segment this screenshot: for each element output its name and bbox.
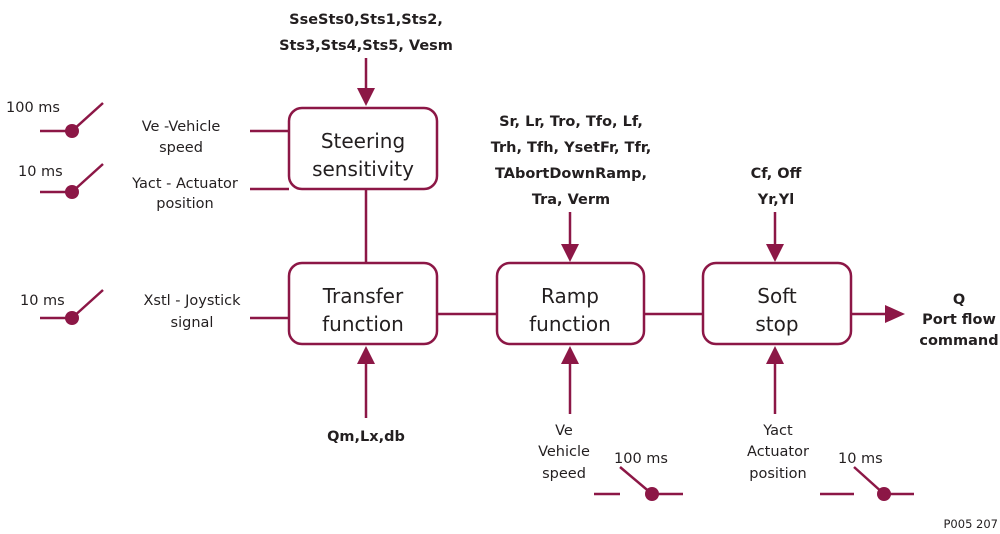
softstop-params-line2: Yr,Yl [757,192,795,208]
softstop-yact-arrowhead [766,346,784,364]
transfer-function-block [287,261,439,346]
ramp-ve-line3: speed [542,466,586,482]
yact-switch-blade [71,163,104,193]
softstop-yact-rate-label: 10 ms [838,451,883,467]
figure-reference: P005 207 [944,517,999,531]
softstop-params-arrowhead [766,244,784,262]
xstl-rate-label: 10 ms [20,293,65,309]
ramp-ve-arrowhead [561,346,579,364]
transfer-params-arrowhead [357,346,375,364]
softstop-block-label-line1: Soft [757,284,797,308]
output-label-line2: Port flow [922,312,996,328]
ramp-ve-rate-label: 100 ms [614,451,668,467]
steering-block-label-line2: sensitivity [312,157,414,181]
steering-sensitivity-block [287,106,439,191]
softstop-params-line1: Cf, Off [751,166,802,182]
softstop-yact-line2: Actuator [747,444,809,460]
softstop-yact-line3: position [749,466,806,482]
steering-params-arrowhead [357,88,375,106]
steering-params-line1: SseSts0,Sts1,Sts2, [289,12,443,28]
transfer-block-label-line2: function [322,312,404,336]
ve-signal-line1: Ve -Vehicle [142,119,221,135]
ramp-ve-line1: Ve [555,423,573,439]
yact-signal-line1: Yact - Actuator [131,176,238,192]
transfer-block-label-line1: Transfer [322,284,404,308]
ramp-block-label-line2: function [529,312,611,336]
ramp-params-line3: TAbortDownRamp, [495,166,647,182]
ramp-params-line2: Trh, Tfh, YsetFr, Tfr, [491,140,652,156]
ve-switch-blade [71,102,104,132]
ramp-function-block [495,261,646,346]
xstl-signal-line2: signal [171,315,214,331]
steering-params-line2: Sts3,Sts4,Sts5, Vesm [279,38,453,54]
ramp-ve-line2: Vehicle [538,444,590,460]
xstl-switch-blade [71,289,104,319]
softstop-yact-line1: Yact [762,423,793,439]
steering-block-label-line1: Steering [321,129,405,153]
ramp-params-line4: Tra, Verm [532,192,610,208]
soft-stop-block [701,261,853,346]
output-arrowhead [885,305,905,323]
output-label-line3: command [919,333,998,349]
ramp-params-arrowhead [561,244,579,262]
ramp-params-line1: Sr, Lr, Tro, Tfo, Lf, [499,114,643,130]
ramp-block-label-line1: Ramp [541,284,599,308]
transfer-params-label: Qm,Lx,db [327,429,405,445]
softstop-block-label-line2: stop [755,312,798,336]
yact-signal-line2: position [156,196,213,212]
xstl-signal-line1: Xstl - Joystick [143,293,241,309]
ve-signal-line2: speed [159,140,203,156]
yact-rate-label: 10 ms [18,164,63,180]
output-label-line1: Q [953,292,965,308]
ve-rate-label: 100 ms [6,100,60,116]
